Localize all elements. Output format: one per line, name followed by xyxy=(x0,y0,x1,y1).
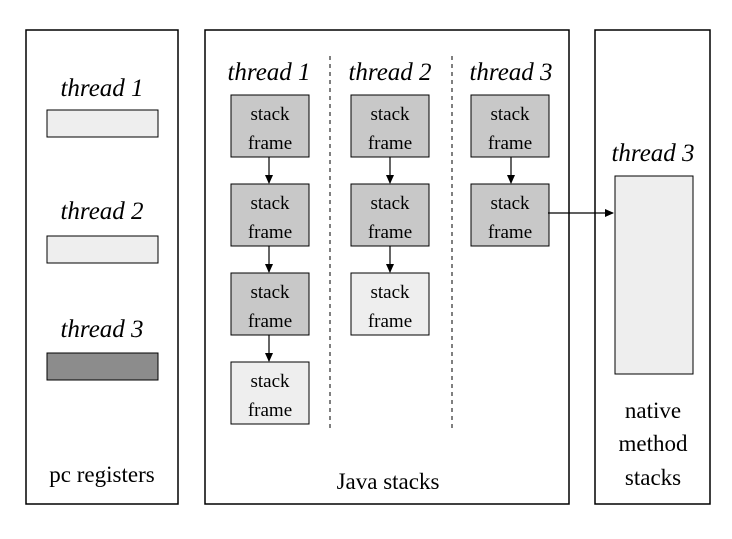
stack-frame-box xyxy=(470,183,550,247)
stack-frame-box xyxy=(350,183,430,247)
pc-registers-panel: thread 1 thread 2 thread 3 pc registers xyxy=(25,29,179,505)
stack-frame-thread-1-1: stack frame xyxy=(230,94,310,158)
stack-frame-thread-3-1: stack frame xyxy=(470,94,550,158)
stack-frame-line-1: stack xyxy=(490,193,530,214)
stack-frame-box xyxy=(350,272,430,336)
pc-registers-label: pc registers xyxy=(49,462,154,487)
java-thread-2-label: thread 2 xyxy=(348,59,431,86)
stack-frame-line-1: stack xyxy=(370,104,410,125)
stack-frame-line-1: stack xyxy=(490,104,530,125)
native-thread-3-label: thread 3 xyxy=(611,140,694,167)
stack-frame-line-2: frame xyxy=(248,400,292,421)
stack-frame-box xyxy=(230,183,310,247)
stack-frame-thread-2-2: stack frame xyxy=(350,183,430,247)
stack-frame-line-1: stack xyxy=(370,282,410,303)
stack-frame-line-1: stack xyxy=(250,104,290,125)
stack-frame-line-1: stack xyxy=(250,371,290,392)
stack-frame-line-1: stack xyxy=(250,193,290,214)
pc-thread-1-label: thread 1 xyxy=(60,75,143,102)
native-label-line-1: native xyxy=(625,398,681,423)
pc-thread-3-label: thread 3 xyxy=(60,316,143,343)
java-stacks-panel: thread 1stackframestackframestackframest… xyxy=(204,29,570,505)
pc-register-thread-3 xyxy=(46,352,159,381)
java-thread-1-label: thread 1 xyxy=(227,59,310,86)
native-label-line-2: method xyxy=(619,431,688,456)
native-stack-thread-3 xyxy=(614,175,694,375)
stack-frame-box xyxy=(230,272,310,336)
stack-frame-box xyxy=(230,94,310,158)
pc-registers-frame xyxy=(25,29,179,505)
java-thread-columns: thread 1stackframestackframestackframest… xyxy=(227,59,553,425)
native-method-stacks-panel: thread 3 native method stacks xyxy=(594,29,711,505)
stack-frame-box xyxy=(350,94,430,158)
stack-frame-box xyxy=(230,361,310,425)
pc-register-thread-1 xyxy=(46,109,159,138)
native-label-line-3: stacks xyxy=(625,465,681,490)
stack-frame-line-1: stack xyxy=(250,282,290,303)
stack-frame-box xyxy=(470,94,550,158)
stack-frame-line-2: frame xyxy=(248,133,292,154)
stack-frame-line-2: frame xyxy=(248,311,292,332)
stack-frame-line-1: stack xyxy=(370,193,410,214)
stack-frame-line-2: frame xyxy=(248,222,292,243)
pc-thread-2-label: thread 2 xyxy=(60,198,143,225)
stack-frame-thread-2-3: stack frame xyxy=(350,272,430,336)
java-thread-3-label: thread 3 xyxy=(469,59,552,86)
stack-frame-thread-1-4: stack frame xyxy=(230,361,310,425)
java-stacks-label: Java stacks xyxy=(337,469,440,494)
stack-frame-thread-1-3: stack frame xyxy=(230,272,310,336)
stack-frame-line-2: frame xyxy=(368,222,412,243)
stack-frame-line-2: frame xyxy=(488,133,532,154)
stack-frame-line-2: frame xyxy=(368,311,412,332)
stack-frame-thread-2-1: stack frame xyxy=(350,94,430,158)
stack-frame-line-2: frame xyxy=(368,133,412,154)
pc-register-thread-2 xyxy=(46,235,159,264)
stack-frame-thread-1-2: stack frame xyxy=(230,183,310,247)
stack-frame-thread-3-2: stack frame xyxy=(470,183,550,247)
stack-frame-line-2: frame xyxy=(488,222,532,243)
